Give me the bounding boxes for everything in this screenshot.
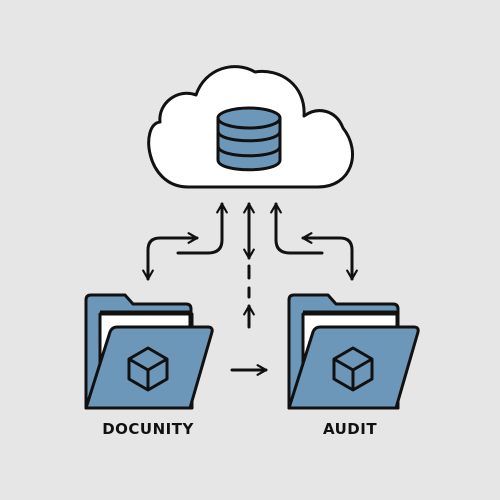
package-icon	[127, 346, 169, 392]
left-connector	[142, 232, 199, 281]
flow-arrows	[142, 202, 358, 376]
right-connector	[301, 232, 358, 281]
right-curve	[274, 238, 324, 255]
folder-icon-audit	[287, 293, 420, 410]
folder-icon-docunity	[84, 293, 214, 410]
folder-label-audit: AUDIT	[322, 420, 378, 438]
package-icon	[332, 346, 374, 392]
left-curve	[176, 238, 224, 255]
folder-label-docunity: DOCUNITY	[102, 420, 194, 438]
database-icon	[216, 106, 282, 172]
